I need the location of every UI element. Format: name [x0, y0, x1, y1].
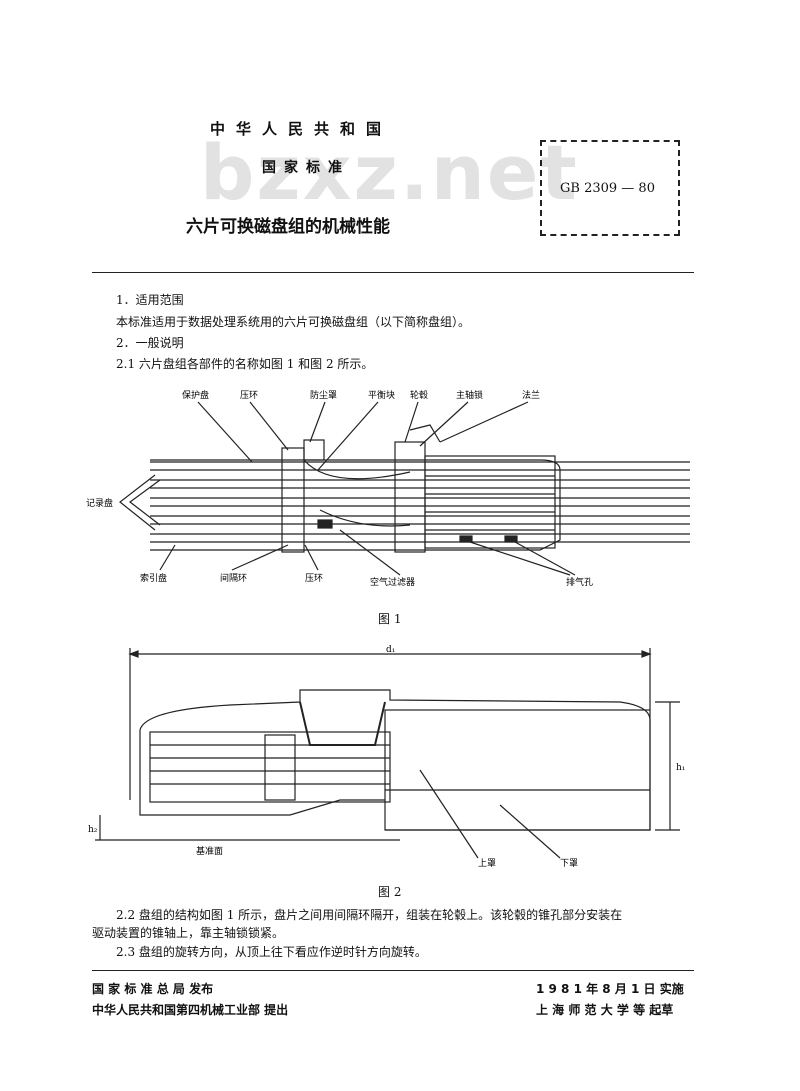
label-upper-cover: 上罩 — [478, 858, 496, 869]
footer-proposer: 中华人民共和国第四机械工业部 提出 — [92, 1003, 289, 1017]
figure-1-drawing: 保护盘 压环 防尘罩 平衡块 轮毂 主轴锁 法兰 记录盘 索引盘 间隔环 压环 … — [86, 389, 690, 588]
label-press-ring: 压环 — [240, 390, 258, 401]
label-balance-block: 平衡块 — [368, 389, 395, 401]
figure-2-caption: 图 2 — [378, 885, 402, 899]
standard-code-box — [540, 140, 680, 236]
header-rule — [92, 272, 694, 273]
label-spacer-ring: 间隔环 — [220, 572, 247, 584]
section-1-heading: 1．适用范围 — [116, 293, 184, 307]
footer-date: 1 9 8 1 年 8 月 1 日 实施 — [536, 982, 684, 996]
label-hub: 轮毂 — [410, 389, 428, 401]
dim-h2: h₂ — [88, 825, 98, 835]
label-protect-disk: 保护盘 — [182, 389, 209, 401]
figure-2-drawing: d₁ h₁ h₂ 基准面 上罩 下罩 — [88, 645, 685, 869]
label-datum: 基准面 — [196, 845, 223, 857]
section-2-3-text: 2.3 盘组的旋转方向，从顶上往下看应作逆时针方向旋转。 — [116, 945, 427, 959]
dim-h1: h₁ — [676, 763, 685, 773]
label-index-disk: 索引盘 — [140, 572, 167, 584]
section-2-2-line-2: 驱动装置的锥轴上，靠主轴锁锁紧。 — [92, 926, 285, 940]
label-clamp-ring: 压环 — [305, 573, 323, 584]
label-record-disk: 记录盘 — [86, 497, 113, 509]
standard-type: 国家标准 — [262, 160, 350, 176]
label-vent-hole: 排气孔 — [566, 576, 593, 588]
section-2-1-text: 2.1 六片盘组各部件的名称如图 1 和图 2 所示。 — [116, 357, 374, 371]
section-2-heading: 2．一般说明 — [116, 336, 184, 350]
footer-issuer: 国 家 标 准 总 局 发布 — [92, 982, 214, 996]
country-name: 中华人民共和国 — [210, 120, 393, 138]
label-spindle-lock: 主轴锁 — [456, 389, 483, 401]
label-dust-cover: 防尘罩 — [310, 389, 337, 401]
footer-rule — [92, 970, 694, 971]
footer-drafter: 上 海 师 范 大 学 等 起草 — [536, 1003, 674, 1017]
figure-1-caption: 图 1 — [378, 612, 402, 626]
watermark: bzxz.net — [200, 128, 579, 217]
dim-d1: d₁ — [386, 645, 395, 655]
standard-code: GB 2309 — 80 — [560, 181, 655, 196]
document-title: 六片可换磁盘组的机械性能 — [186, 217, 390, 237]
label-air-filter: 空气过滤器 — [370, 576, 415, 588]
section-2-2-line-1: 2.2 盘组的结构如图 1 所示，盘片之间用间隔环隔开，组装在轮毂上。该轮毂的锥… — [116, 908, 623, 922]
section-1-text: 本标准适用于数据处理系统用的六片可换磁盘组（以下简称盘组）。 — [116, 315, 471, 329]
label-lower-cover: 下罩 — [560, 858, 578, 869]
label-flange: 法兰 — [522, 389, 540, 401]
